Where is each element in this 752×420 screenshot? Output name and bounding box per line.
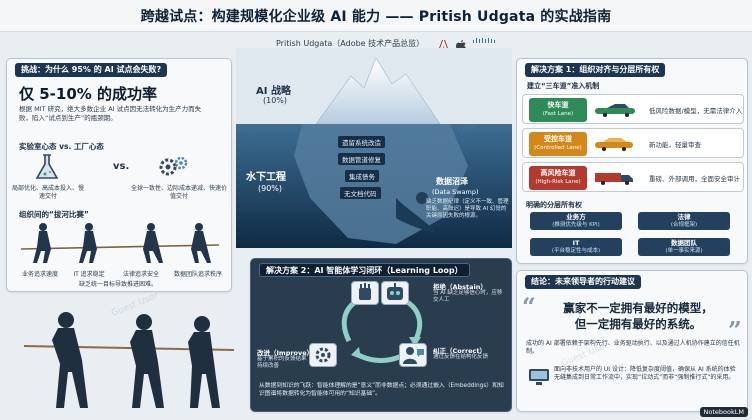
abstain-label: 拒绝（Abstain） bbox=[433, 283, 487, 291]
challenge-card: 挑战：为什么 95% 的 AI 试点会失败? 仅 5-10% 的成功率 根据 M… bbox=[6, 58, 232, 292]
robot-node bbox=[381, 281, 409, 305]
correct-label: 纠正（Correct） bbox=[433, 347, 487, 355]
abstain-desc: 当 AI 缺乏足够信心时，应移交人工 bbox=[433, 290, 503, 303]
owner-legal-name: 法律 bbox=[677, 213, 691, 221]
iceberg-item-debt: 集成债务 bbox=[345, 170, 379, 182]
factory-gears-icon bbox=[159, 156, 188, 176]
underwater-pct: (90%) bbox=[258, 184, 283, 193]
author-line: Pritish Udgata（Adobe 技术产品总监） bbox=[276, 39, 425, 48]
tug-role-data: 数据团队追求秩序 bbox=[173, 271, 222, 278]
ownership-title: 明确的分层所有权 bbox=[526, 201, 582, 209]
tug-of-war-team-illustration bbox=[24, 312, 234, 408]
owner-data-name: 数据团队 bbox=[671, 239, 697, 247]
iceberg-item-pipeline: 数据管道修复 bbox=[338, 153, 385, 165]
lane-high-risk-label: 高风险车道 (High-Risk Lane) bbox=[529, 166, 587, 190]
lane-controlled-desc: 新功能，轻量审查 bbox=[649, 141, 701, 149]
conclusion-quote: 赢家不一定拥有最好的模型， 但一定拥有最好的系统。 bbox=[536, 300, 740, 332]
owner-it: IT(平台稳定性与成本) bbox=[530, 238, 622, 256]
lane-high-risk-en: (High-Risk Lane) bbox=[535, 179, 581, 185]
robot-icon bbox=[387, 283, 403, 300]
owner-legal-sub: (合规框架) bbox=[670, 222, 698, 228]
page-title: 跨越试点：构建规模化企业级 AI 能力 —— Pritish Udgata 的实… bbox=[140, 8, 612, 25]
success-rate-stat: 仅 5-10% 的成功率 bbox=[19, 85, 158, 103]
owner-data-sub: (单一事实来源) bbox=[665, 248, 703, 254]
solution1-card: 解决方案 1：组织对齐与分层所有权 建立“三车道”准入机制 bbox=[516, 58, 748, 264]
lane-fast: 快车道 (Fast Lane) 低风险数据/模型，无需法律介入 bbox=[522, 94, 744, 124]
owner-it-sub: (平台稳定性与成本) bbox=[551, 248, 601, 254]
conclusion-para2: 面向非技术用户的 UI 设计：降低复杂度阈值，确保从 AI 系统的体验无缝集成到… bbox=[554, 366, 736, 381]
lane-controlled-name: 受控车道 bbox=[544, 135, 572, 143]
iceberg-illustration bbox=[236, 48, 512, 248]
owner-business: 业务方(推测优先级与 KPI) bbox=[530, 212, 622, 230]
improve-desc: 基于累积的反馈结果持续改善 bbox=[257, 356, 307, 369]
learning-loop-card: 解决方案 2：AI 智能体学习闭环（Learning Loop） 拒绝（Abst… bbox=[250, 258, 512, 412]
tug-caption: 缺乏统一目标导致推进困难。 bbox=[78, 281, 157, 288]
owner-legal: 法律(合规框架) bbox=[638, 212, 730, 230]
lane-fast-desc: 低风险数据/模型，无需法律介入 bbox=[649, 107, 743, 115]
tug-role-business: 业务追求速度 bbox=[21, 271, 58, 278]
open-quote-icon: “ bbox=[522, 292, 536, 321]
lab-flask-icon bbox=[35, 154, 59, 179]
lanes-title: 建立“三车道”准入机制 bbox=[527, 82, 600, 90]
hand-stop-icon bbox=[359, 283, 371, 300]
lane-high-risk-name: 高风险车道 bbox=[540, 169, 576, 177]
challenge-heading: 挑战：为什么 95% 的 AI 试点会失败? bbox=[15, 63, 168, 77]
swamp-en: (Data Swamp) bbox=[432, 188, 479, 196]
owner-business-sub: (推测优先级与 KPI) bbox=[552, 222, 600, 228]
solution1-heading: 解决方案 1：组织对齐与分层所有权 bbox=[525, 63, 666, 77]
conclusion-para1: 成功的 AI 部署依赖于架构先行、业务驱动执行、以及通过人机协作建立的信任机制。 bbox=[526, 340, 740, 355]
mindset-title: 实验室心态 vs. 工厂心态 bbox=[19, 142, 104, 151]
sedan-car-icon bbox=[595, 138, 633, 151]
quote-line-2: 但一定拥有最好的系统。 bbox=[574, 317, 702, 331]
swamp-title: 数据沼泽 bbox=[436, 177, 468, 186]
race-car-icon bbox=[595, 104, 635, 117]
learning-loop-heading: 解决方案 2：AI 智能体学习闭环（Learning Loop） bbox=[259, 263, 470, 277]
tug-role-legal: 法律追求安全 bbox=[122, 271, 159, 278]
underwater-label: 水下工程 bbox=[246, 172, 286, 183]
factory-caption: 全球一致性、边际成本递减、快速价值交付 bbox=[130, 185, 227, 200]
ai-strategy-pct: (10%) bbox=[263, 96, 288, 105]
gear-icon bbox=[315, 347, 331, 363]
lane-high-risk-desc: 重磅、外部调用，全面安全审计 bbox=[649, 175, 740, 183]
learning-loop-footer: 从数据到知识的飞跃：智能体理解的是“意义”而非数据点；必须通过嵌入（Embedd… bbox=[259, 383, 504, 397]
close-quote-icon: ” bbox=[728, 316, 742, 345]
improve-node bbox=[309, 343, 337, 367]
conclusion-card: 结论：未来领导者的行动建议 bbox=[516, 270, 748, 412]
ai-strategy-label: AI 战略 bbox=[256, 86, 291, 97]
tug-of-war-illustration bbox=[20, 223, 220, 263]
swamp-desc: 缺乏数据纪律（定义不一致、管理职能、高鼓迟）是导致 AI 幻觉的关键原因失败的根… bbox=[426, 199, 509, 219]
lane-fast-label: 快车道 (Fast Lane) bbox=[529, 98, 587, 122]
notebooklm-badge: NotebookLM bbox=[699, 407, 748, 417]
correct-node bbox=[399, 343, 427, 367]
lane-controlled: 受控车道 (Controlled Lane) 新功能，轻量审查 bbox=[522, 128, 744, 158]
lane-fast-en: (Fast Lane) bbox=[542, 111, 574, 117]
tug-of-war-title: 组织间的“拔河比赛” bbox=[19, 210, 89, 219]
owner-data: 数据团队(单一事实来源) bbox=[638, 238, 730, 256]
vs-label: vs. bbox=[113, 161, 130, 172]
abstain-node bbox=[351, 281, 379, 305]
lane-high-risk: 高风险车道 (High-Risk Lane) 重磅、外部调用，全面安全审计 bbox=[522, 162, 744, 192]
lab-caption: 局部优化、高成本投入、慢速交付 bbox=[11, 185, 84, 200]
page-header: 跨越试点：构建规模化企业级 AI 能力 —— Pritish Udgata 的实… bbox=[0, 0, 752, 32]
mit-research-desc: 根据 MIT 研究，绝大多数企业 AI 试点因无法转化为生产力而失败，陷入“试点… bbox=[19, 105, 202, 122]
lane-controlled-label: 受控车道 (Controlled Lane) bbox=[529, 132, 587, 156]
person-feedback-icon bbox=[403, 347, 424, 364]
truck-icon bbox=[595, 173, 633, 185]
improve-label: 改进（Improve） bbox=[257, 349, 314, 357]
tug-role-it: IT 追求稳定 bbox=[73, 271, 105, 278]
owner-it-name: IT bbox=[572, 239, 580, 247]
monitor-icon bbox=[529, 369, 549, 385]
lane-controlled-en: (Controlled Lane) bbox=[534, 145, 582, 151]
lane-fast-name: 快车道 bbox=[547, 101, 569, 109]
quote-line-1: 赢家不一定拥有最好的模型， bbox=[563, 301, 713, 315]
iceberg-item-nodoc: 无文档代码 bbox=[340, 187, 381, 199]
correct-desc: 通过反馈在结构化反馈 bbox=[433, 354, 489, 360]
owner-business-name: 业务方 bbox=[566, 213, 586, 221]
iceberg-item-legacy: 遗留系统改造 bbox=[338, 136, 385, 148]
notebooklm-label: NotebookLM bbox=[703, 408, 744, 416]
apple-logo bbox=[456, 39, 466, 55]
conclusion-heading: 结论：未来领导者的行动建议 bbox=[525, 275, 641, 289]
